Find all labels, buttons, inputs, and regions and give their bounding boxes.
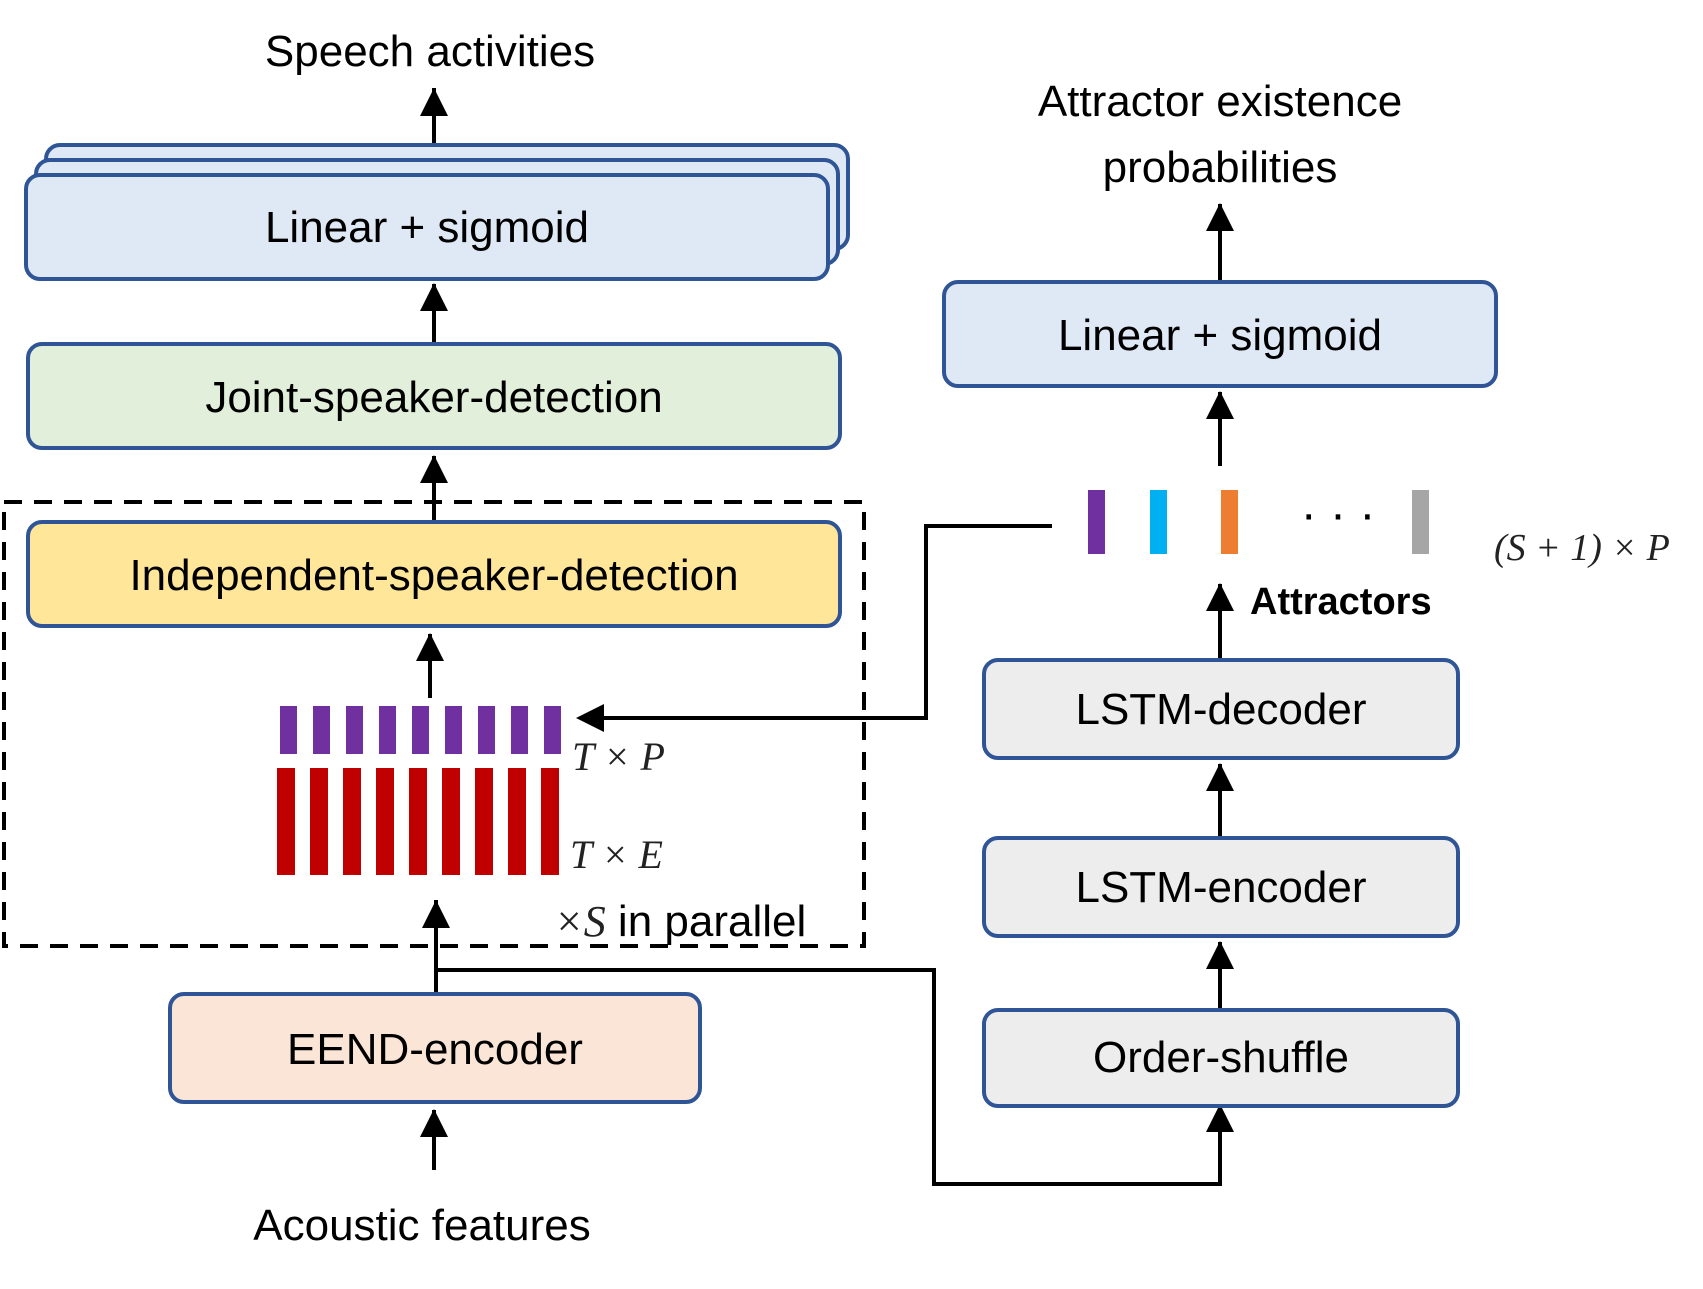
attractor-bar-cyan bbox=[1150, 490, 1167, 554]
arrowhead-lstm-encoder-to-decoder bbox=[1206, 763, 1234, 791]
speech-activities-label: Speech activities bbox=[265, 27, 595, 76]
left-linear-sigmoid-label: Linear + sigmoid bbox=[265, 203, 589, 252]
txp-bar bbox=[544, 706, 561, 754]
txp-bar bbox=[445, 706, 462, 754]
parallel-label: ×S in parallel bbox=[554, 897, 806, 946]
acoustic-features-label: Acoustic features bbox=[253, 1201, 591, 1250]
txe-bar bbox=[343, 768, 361, 875]
txe-bar bbox=[508, 768, 526, 875]
lstm-decoder-label: LSTM-decoder bbox=[1075, 685, 1366, 734]
arrowhead-speech-activities bbox=[420, 88, 448, 116]
lstm-decoder-box bbox=[982, 658, 1460, 760]
arrowhead-joint-to-linear bbox=[420, 283, 448, 311]
arrowhead-to-txp bbox=[576, 704, 604, 732]
eend-encoder-label: EEND-encoder bbox=[287, 1025, 583, 1074]
txp-bar bbox=[280, 706, 297, 754]
txe-bar bbox=[310, 768, 328, 875]
txe-bar bbox=[376, 768, 394, 875]
parallel-suffix: in parallel bbox=[606, 897, 807, 946]
txp-dimension-label: T × P bbox=[572, 734, 665, 779]
attractor-ellipsis: · · · bbox=[1301, 488, 1376, 541]
txp-bars bbox=[280, 706, 561, 754]
txe-bar bbox=[409, 768, 427, 875]
attractor-bar-purple bbox=[1088, 490, 1105, 554]
connector-encoder-to-order-shuffle bbox=[436, 968, 1222, 1186]
lstm-encoder-label: LSTM-encoder bbox=[1075, 863, 1366, 912]
arrowhead-to-order-shuffle bbox=[1206, 1104, 1234, 1132]
arrowhead-attractor-existence bbox=[1206, 203, 1234, 231]
attractors-label: Attractors bbox=[1250, 581, 1432, 623]
txp-bar bbox=[511, 706, 528, 754]
attractor-existence-label-line1: Attractor existence bbox=[1038, 77, 1402, 126]
connector-attractors-to-txp bbox=[590, 524, 1052, 720]
txp-bar bbox=[346, 706, 363, 754]
joint-speaker-detection-box bbox=[26, 342, 842, 450]
arrowhead-encoder-to-bars bbox=[422, 900, 450, 928]
parallel-region-dashed-box bbox=[2, 500, 866, 948]
order-shuffle-box bbox=[982, 1008, 1460, 1108]
lstm-encoder-box bbox=[982, 836, 1460, 938]
txe-bar bbox=[442, 768, 460, 875]
arrowhead-decoder-to-attractors bbox=[1206, 583, 1234, 611]
independent-speaker-detection-label: Independent-speaker-detection bbox=[129, 551, 738, 600]
arrowhead-features-to-encoder bbox=[420, 1109, 448, 1137]
arrowhead-bars-to-independent bbox=[416, 633, 444, 661]
attractor-existence-label-line2: probabilities bbox=[1103, 143, 1338, 192]
arrowhead-attractors-to-linear bbox=[1206, 391, 1234, 419]
txe-bars bbox=[277, 768, 559, 875]
left-linear-sigmoid-box bbox=[24, 173, 830, 281]
txe-bar bbox=[277, 768, 295, 875]
txe-bar bbox=[541, 768, 559, 875]
right-linear-sigmoid-label: Linear + sigmoid bbox=[1058, 311, 1382, 360]
txe-dimension-label: T × E bbox=[570, 832, 663, 877]
arrowhead-independent-to-joint bbox=[420, 455, 448, 483]
joint-speaker-detection-label: Joint-speaker-detection bbox=[205, 373, 662, 422]
txp-bar bbox=[478, 706, 495, 754]
eend-encoder-box bbox=[168, 992, 702, 1104]
arrowhead-shuffle-to-lstm-encoder bbox=[1206, 941, 1234, 969]
order-shuffle-label: Order-shuffle bbox=[1093, 1033, 1349, 1082]
txe-bar bbox=[475, 768, 493, 875]
parallel-prefix: ×S bbox=[554, 897, 606, 946]
attractor-bar-gray bbox=[1412, 490, 1429, 554]
txp-bar bbox=[412, 706, 429, 754]
attractor-bar-orange bbox=[1221, 490, 1238, 554]
txp-bar bbox=[313, 706, 330, 754]
right-linear-sigmoid-box bbox=[942, 280, 1498, 388]
independent-speaker-detection-box bbox=[26, 520, 842, 628]
txp-bar bbox=[379, 706, 396, 754]
attractor-dimension-label: (S + 1) × P bbox=[1494, 527, 1670, 569]
